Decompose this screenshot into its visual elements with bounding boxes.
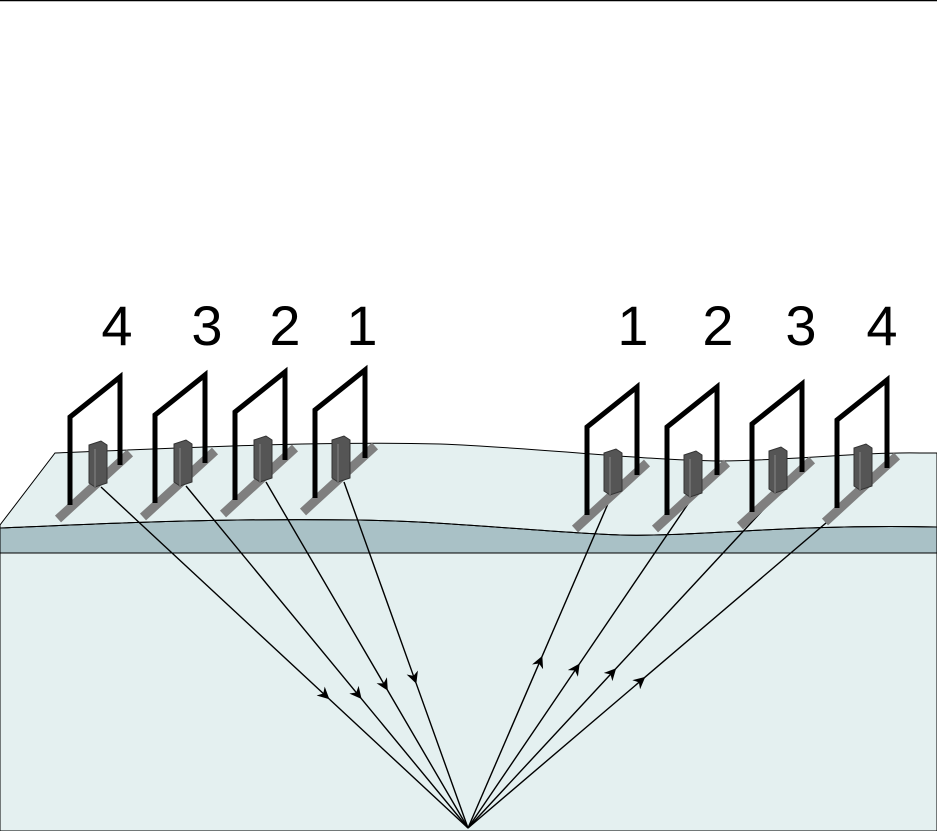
device-body bbox=[254, 436, 272, 482]
source-label-1: 1 bbox=[346, 294, 377, 357]
receiver-label-2: 2 bbox=[702, 294, 733, 357]
device-body bbox=[174, 440, 192, 486]
device-body bbox=[89, 441, 107, 487]
surface-layer bbox=[0, 443, 937, 535]
device-body bbox=[769, 447, 787, 493]
receiver-label-4: 4 bbox=[866, 294, 897, 357]
source-label-2: 2 bbox=[269, 294, 300, 357]
source-label-4: 4 bbox=[101, 294, 132, 357]
receiver-label-1: 1 bbox=[617, 294, 648, 357]
device-body bbox=[684, 451, 702, 497]
device-body bbox=[332, 436, 350, 482]
receiver-label-3: 3 bbox=[785, 294, 816, 357]
source-label-3: 3 bbox=[191, 294, 222, 357]
subsurface-layer bbox=[0, 553, 937, 831]
device-body bbox=[604, 449, 622, 495]
device-body bbox=[854, 444, 872, 490]
